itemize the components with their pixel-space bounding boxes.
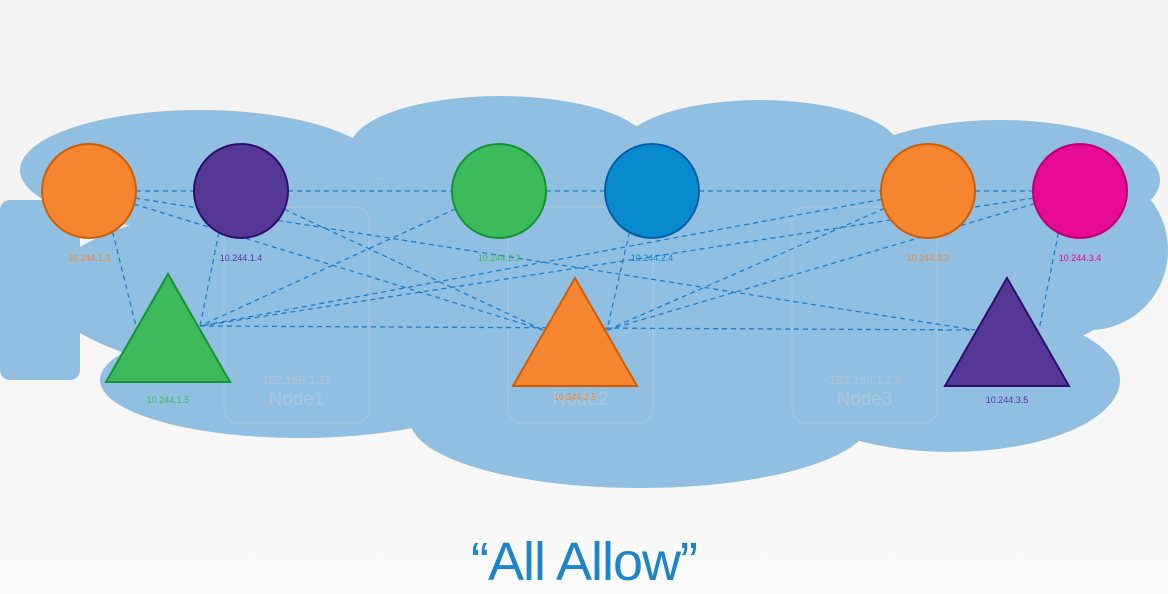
connection-line (199, 232, 220, 327)
connection-line (199, 197, 1034, 327)
pods: 10.244.1.3 10.244.1.4 10.244.1.5 10.244.2.3… (41, 143, 1128, 405)
connection-line (606, 203, 1035, 331)
pod-p1[interactable]: 10.244.1.3 (41, 143, 137, 263)
connection-line (135, 197, 976, 331)
pod-p3[interactable]: 10.244.1.5 (104, 271, 232, 405)
pod-ip-label: 10.244.3.3 (907, 253, 950, 263)
node-box (791, 206, 938, 424)
pod-p2[interactable]: 10.244.1.4 (193, 143, 289, 263)
node-ip-label: 192.168.1.13 (829, 373, 899, 387)
node-name-label: Node1 (269, 389, 325, 410)
pod-ip-label: 10.244.2.4 (631, 253, 674, 263)
pod-circle[interactable] (193, 143, 289, 239)
node-name-label: Node3 (837, 389, 893, 410)
pod-circle[interactable] (1032, 143, 1128, 239)
node-2: Node2 (507, 206, 654, 424)
caption-title: “All Allow” (470, 532, 698, 592)
node-ip-label: 192.168.1.11 (262, 373, 332, 387)
pod-ip-label: 10.244.3.4 (1059, 253, 1102, 263)
pod-triangle[interactable] (104, 271, 232, 383)
cloud-part (0, 200, 80, 380)
pod-ip-label: 10.244.3.5 (986, 395, 1029, 405)
pod-p8[interactable]: 10.244.3.4 (1032, 143, 1128, 263)
connection-line (284, 208, 544, 331)
pod-ip-label: 10.244.2.3 (478, 253, 521, 263)
connection-line (111, 231, 137, 327)
pod-circle[interactable] (880, 143, 976, 239)
pod-triangle[interactable] (511, 275, 639, 387)
pod-ip-label: 10.244.1.3 (68, 253, 111, 263)
pod-p4[interactable]: 10.244.2.3 (451, 143, 547, 263)
node-box (507, 206, 654, 424)
connection-line (199, 208, 456, 327)
connection-line (606, 207, 885, 331)
node-name-label: Node2 (553, 389, 609, 410)
pod-triangle[interactable] (943, 275, 1071, 387)
connection-line (606, 232, 631, 331)
connection-line (1038, 232, 1060, 331)
pod-p6[interactable]: 10.244.2.5 (511, 275, 639, 402)
connection-line (199, 198, 882, 327)
pod-circle[interactable] (451, 143, 547, 239)
pod-ip-label: 10.244.2.5 (554, 392, 597, 402)
pod-connections (111, 190, 1060, 331)
pod-ip-label: 10.244.1.5 (147, 395, 190, 405)
pod-circle[interactable] (41, 143, 137, 239)
pod-circle[interactable] (604, 143, 700, 239)
pod-p5[interactable]: 10.244.2.4 (604, 143, 700, 263)
pod-ip-label: 10.244.1.4 (220, 253, 263, 263)
pod-p9[interactable]: 10.244.3.5 (943, 275, 1071, 405)
pod-p7[interactable]: 10.244.3.3 (880, 143, 976, 263)
